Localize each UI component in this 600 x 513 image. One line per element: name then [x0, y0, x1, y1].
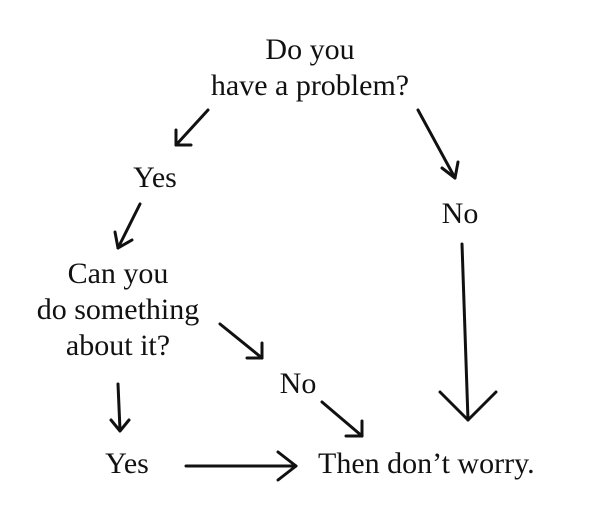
arrow-question2-to-yes2 [109, 382, 131, 433]
arrow-question1-to-no1 [416, 108, 460, 180]
node-can-do-something-line-3: about it? [65, 329, 171, 362]
arrow-yes2-to-result [184, 450, 298, 482]
node-dont-worry: Then don’t worry. [318, 447, 535, 480]
arrow-no1-to-result [438, 242, 498, 422]
node-no-cannot-do: No [279, 367, 317, 400]
node-can-do-something-line-2: do something [36, 293, 200, 326]
node-yes-problem: Yes [133, 161, 177, 194]
node-have-problem-line-2: have a problem? [210, 69, 410, 102]
arrow-no2-to-result [320, 400, 364, 438]
node-can-do-something: Can you do something about it? [8, 256, 228, 364]
node-have-problem: Do you have a problem? [180, 32, 440, 104]
arrow-yes1-to-question2 [113, 202, 142, 250]
arrow-question2-to-no2 [218, 322, 264, 360]
arrow-question1-to-yes1 [174, 108, 210, 147]
node-no-problem: No [441, 197, 479, 230]
node-can-do-something-line-1: Can you [67, 257, 169, 290]
node-have-problem-line-1: Do you [265, 33, 355, 66]
node-yes-can-do: Yes [105, 447, 149, 480]
